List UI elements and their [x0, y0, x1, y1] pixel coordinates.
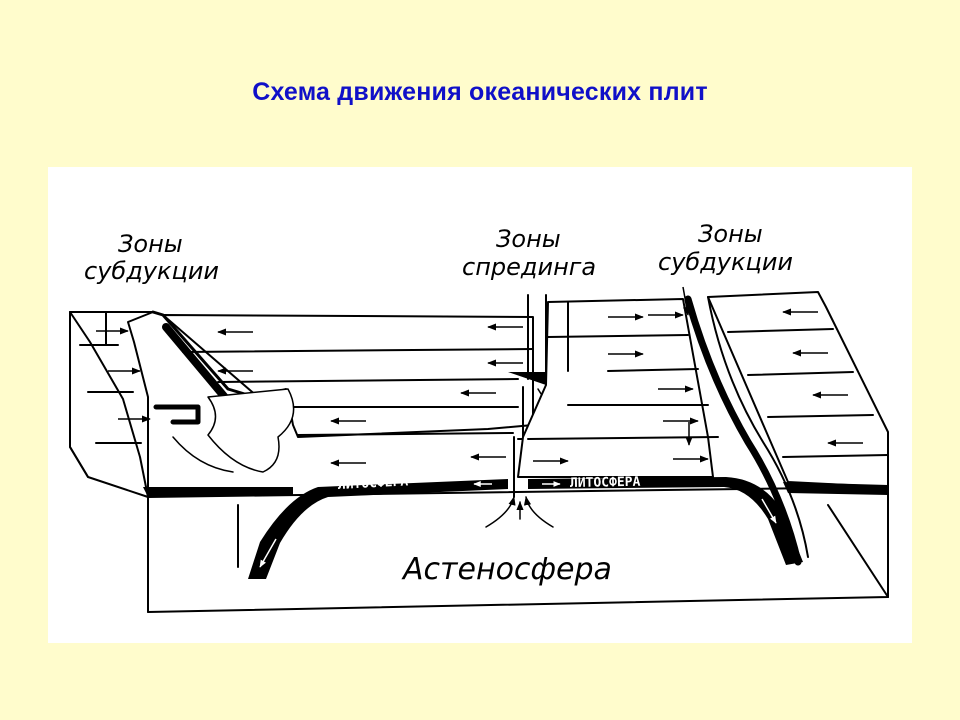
asthenosphere-block [147, 486, 889, 613]
plate-tectonics-diagram: Зоны субдукции Зоны спрединга Зоны субду… [69, 220, 889, 613]
lithosphere-flow-arrows [259, 481, 777, 568]
label-lithosphere-right: ЛИТОСФЕРА [570, 475, 641, 491]
label-subduction-left-1: Зоны [118, 230, 183, 258]
upwelling-arrows [485, 496, 554, 528]
left-plate-block [69, 311, 293, 498]
plate-motion-arrows [96, 286, 863, 467]
label-spreading-2: спрединга [462, 253, 596, 281]
label-subduction-right-1: Зоны [698, 220, 763, 248]
right-ocean-plate [517, 298, 719, 478]
label-asthenosphere: Астеносфера [401, 552, 612, 587]
slide-title: Схема движения океанических плит [252, 78, 708, 106]
label-subduction-right-2: субдукции [658, 248, 793, 276]
left-ocean-plate [151, 310, 534, 473]
diagram-panel: Зоны субдукции Зоны спрединга Зоны субду… [48, 167, 912, 643]
lithosphere-left-band [248, 479, 508, 579]
right-subducting-zone [684, 291, 889, 566]
label-subduction-left-2: субдукции [84, 257, 219, 285]
label-lithosphere-left: ЛИТОСФЕРА [337, 474, 408, 493]
label-spreading-1: Зоны [496, 225, 561, 253]
